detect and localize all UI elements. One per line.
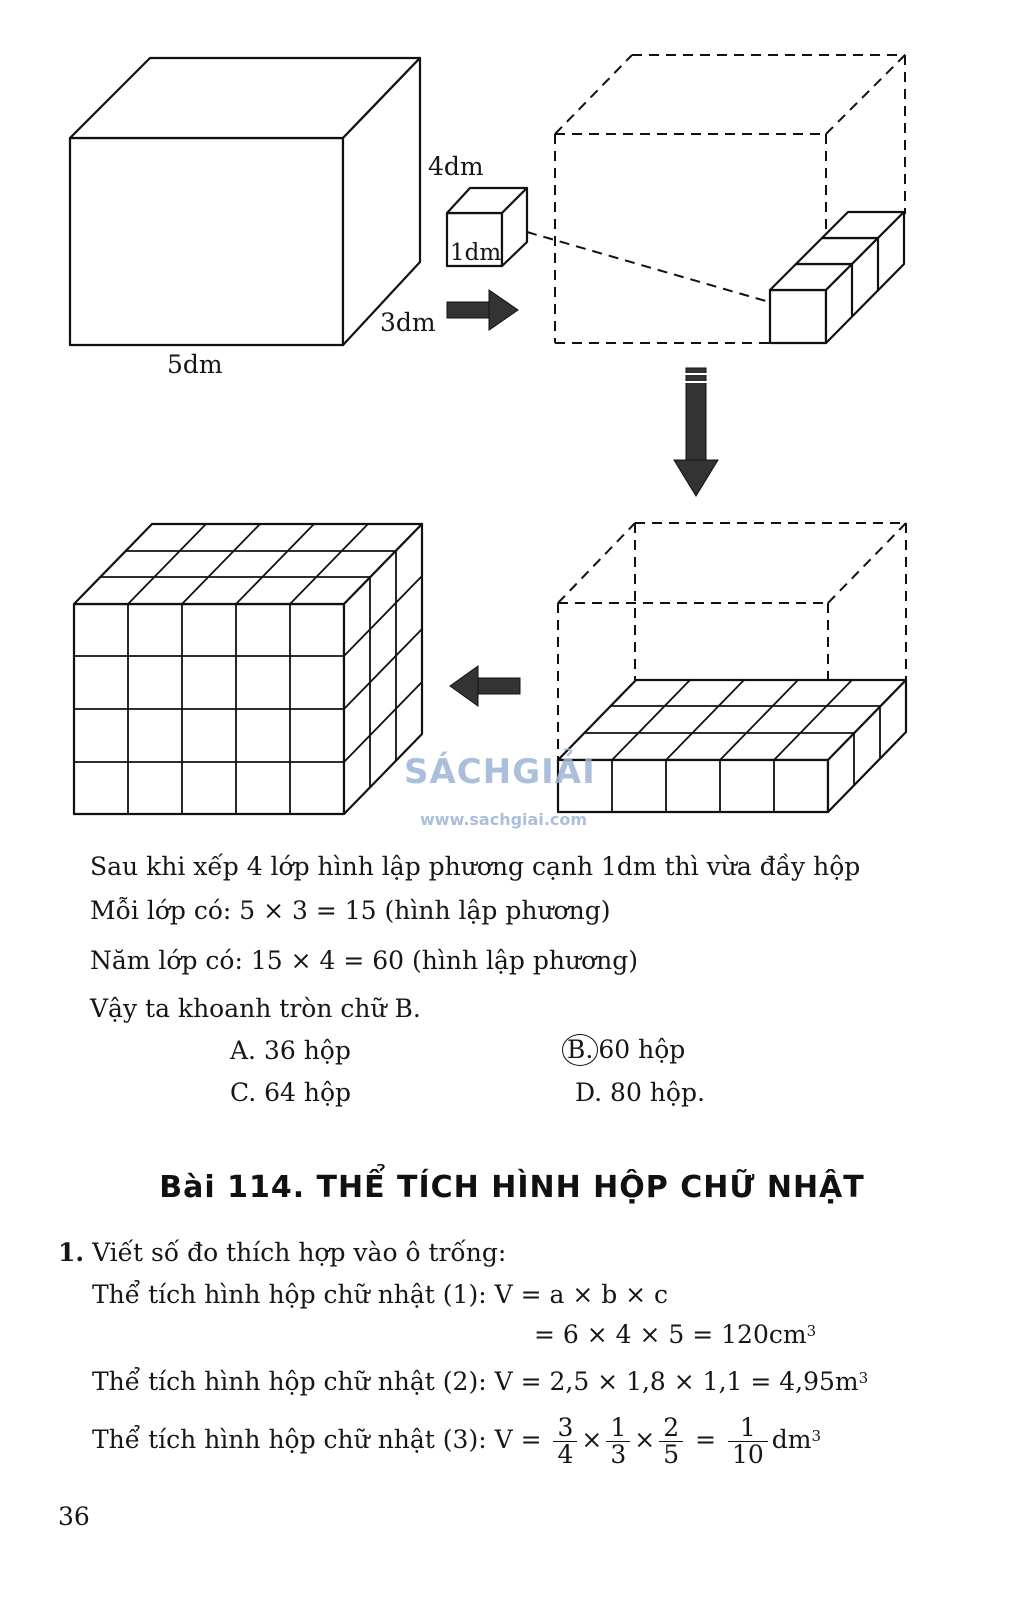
volume-1-formula: Thể tích hình hộp chữ nhật (1): V = a × … [92,1280,669,1309]
solution-line-3: Năm lớp có: 15 × 4 = 60 (hình lập phương… [90,946,638,975]
length-label: 5dm [167,350,223,379]
filled-box-diagram [72,522,424,816]
option-c: C. 64 hộp [230,1078,352,1107]
lesson-title: Bài 114. THỂ TÍCH HÌNH HỘP CHỮ NHẬT [159,1170,865,1205]
solution-line-2: Mỗi lớp có: 5 × 3 = 15 (hình lập phương) [90,896,611,925]
volume-3-unit: dm [771,1425,812,1454]
unit-cube-diagram [445,186,529,268]
exercise-number: 1. [58,1238,85,1267]
volume-figure [68,54,908,816]
page-number: 36 [58,1502,90,1531]
volume-1-calculation: = 6 × 4 × 5 = 120cm3 [534,1320,817,1349]
exercise-instruction-text: Viết số đo thích hợp vào ô trống: [92,1238,507,1267]
option-b-circled-letter: B. [562,1034,599,1066]
watermark-url: www.sachgiai.com [420,810,588,829]
depth-label: 3dm [380,308,436,337]
arrow-down-icon [673,367,719,497]
empty-box-diagram [68,56,422,347]
dashed-box-with-cube-row [526,54,906,345]
arrow-right-icon [446,289,519,331]
option-d: D. 80 hộp. [575,1078,705,1107]
option-b-text: 60 hộp [598,1035,686,1064]
arrow-left-icon [449,665,521,707]
volume-2-formula: Thể tích hình hộp chữ nhật (2): V = 2,5 … [92,1367,869,1396]
watermark-logo: SÁCHGIẢI [404,752,596,792]
dashed-box-with-layer [556,522,908,814]
cube-edge-label: 1dm [450,240,502,266]
solution-line-1: Sau khi xếp 4 lớp hình lập phương cạnh 1… [90,852,861,881]
solution-line-4: Vậy ta khoanh tròn chữ B. [90,994,421,1023]
height-label: 4dm [428,152,484,181]
option-b: B.60 hộp [562,1034,685,1066]
exercise-1-instruction: 1. Viết số đo thích hợp vào ô trống: [58,1238,506,1268]
option-a: A. 36 hộp [230,1036,351,1065]
